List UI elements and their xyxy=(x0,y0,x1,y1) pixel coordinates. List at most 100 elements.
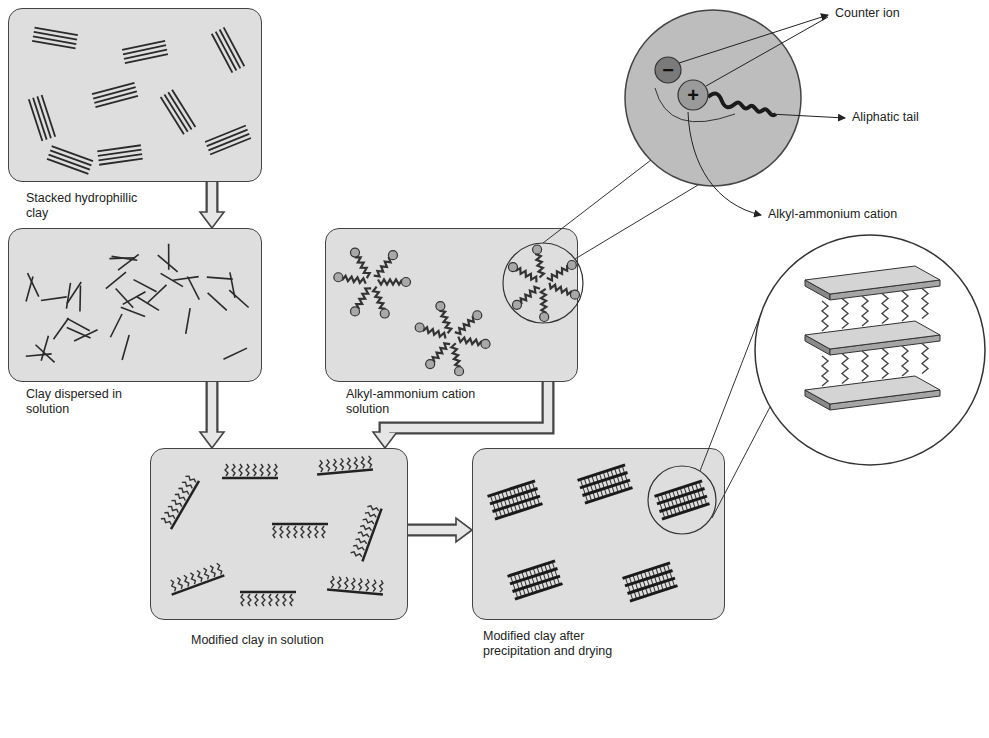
aliphatic-chain xyxy=(170,579,177,591)
aliphatic-chain xyxy=(315,526,318,538)
clay-layer xyxy=(659,496,707,511)
clay-layer xyxy=(99,154,143,160)
interlayer-chain xyxy=(862,351,868,381)
clay-platelet xyxy=(67,327,91,337)
clay-platelet xyxy=(148,285,167,303)
block-arrow xyxy=(200,182,224,228)
clay-platelet xyxy=(240,591,296,594)
aliphatic-chain xyxy=(189,572,196,584)
leader-line xyxy=(688,112,761,215)
zoom-leader xyxy=(543,160,651,243)
aliphatic-chain xyxy=(351,578,355,590)
arrow-head xyxy=(200,432,224,448)
interlayer-chain xyxy=(588,477,595,500)
aliphatic-chain xyxy=(356,288,371,309)
aliphatic-chain xyxy=(535,254,544,278)
aliphatic-chain xyxy=(209,565,216,577)
cation-head xyxy=(351,307,360,316)
modified-platelet xyxy=(316,456,373,475)
aliphatic-chain xyxy=(541,289,547,313)
interlayer-chain xyxy=(541,565,548,588)
aliphatic-chain xyxy=(423,327,446,338)
clay-layer xyxy=(99,159,143,165)
intercalated-stack xyxy=(508,561,563,599)
aliphatic-chain xyxy=(374,257,391,277)
clay-layer xyxy=(205,126,246,142)
interlayer-chain xyxy=(641,572,648,595)
aliphatic-chain xyxy=(262,594,265,606)
interlayer-chain xyxy=(611,469,618,492)
clay-sheet xyxy=(805,376,940,404)
clay-layer xyxy=(97,145,141,151)
interlayer-chain xyxy=(518,573,525,596)
interlayer-chain xyxy=(622,466,629,489)
aliphatic-chain xyxy=(232,464,235,476)
interlayer-chain xyxy=(688,485,695,508)
clay-layer xyxy=(208,134,249,150)
aliphatic-chain xyxy=(354,457,358,469)
aliphatic-chain xyxy=(350,551,362,558)
clay-layer xyxy=(623,563,671,578)
aliphatic-chain xyxy=(171,499,183,508)
interlayer-chain xyxy=(615,468,622,491)
interlayer-chain xyxy=(580,479,587,502)
interlayer-chain xyxy=(657,495,664,518)
aliphatic-chain xyxy=(455,316,474,334)
clay-layer xyxy=(508,561,556,576)
aliphatic-chain xyxy=(203,567,210,579)
clay-platelet xyxy=(171,481,199,529)
clay-stack xyxy=(97,145,142,164)
zoom-leader xyxy=(712,407,770,518)
clay-platelet xyxy=(137,297,159,311)
interlayer-chain xyxy=(842,299,848,329)
aliphatic-chain xyxy=(255,594,258,606)
aliphatic-chain xyxy=(355,538,367,545)
interlayer-chain xyxy=(882,349,888,379)
aliphatic-chain xyxy=(160,517,172,526)
clay-platelet xyxy=(53,318,68,339)
clay-sheet-side xyxy=(805,280,830,300)
clay-layer xyxy=(662,504,710,519)
interlayer-chain xyxy=(665,493,672,516)
clay-platelet xyxy=(173,277,199,281)
zoom-circle-small xyxy=(648,466,716,534)
interlayer-chain xyxy=(537,567,544,590)
interlayer-chain xyxy=(633,575,640,598)
aliphatic-chain xyxy=(253,464,256,476)
interlayer-chain xyxy=(922,344,928,374)
clay-layer xyxy=(578,465,626,480)
clay-sheet xyxy=(805,266,940,294)
aliphatic-chain xyxy=(280,526,283,538)
interlayer-chain xyxy=(618,467,625,490)
clay-platelet xyxy=(67,318,90,330)
aliphatic-chain xyxy=(287,526,290,538)
interlayer-chain xyxy=(490,495,497,518)
clay-sheet-side xyxy=(830,335,940,355)
interlayer-chain xyxy=(525,484,532,507)
aliphatic-chain xyxy=(521,287,540,304)
intercalated-stack xyxy=(578,465,633,503)
aliphatic-chain xyxy=(183,575,190,587)
clay-layer xyxy=(47,159,88,174)
leader-line xyxy=(770,114,845,118)
clay-layer xyxy=(124,50,167,59)
aliphatic-chain xyxy=(439,311,451,334)
aliphatic-chain xyxy=(276,594,279,606)
clay-layer xyxy=(515,584,563,599)
aliphatic-chain xyxy=(225,464,228,476)
interlayer-chain xyxy=(629,576,636,599)
clay-layer xyxy=(655,481,703,496)
aliphatic-chain xyxy=(379,580,383,592)
clay-layer xyxy=(49,155,90,170)
aliphatic-chain xyxy=(269,594,272,606)
aliphatic-chain xyxy=(361,456,365,468)
interlayer-chain xyxy=(862,296,868,326)
clay-layer xyxy=(33,36,76,44)
aliphatic-chain xyxy=(378,280,402,285)
interlayer-chain xyxy=(699,482,706,505)
clay-layer xyxy=(123,45,166,54)
cation-head xyxy=(380,309,389,318)
clay-layer xyxy=(161,97,184,134)
aliphatic-chain xyxy=(550,283,573,295)
aliphatic-chain xyxy=(547,265,567,280)
